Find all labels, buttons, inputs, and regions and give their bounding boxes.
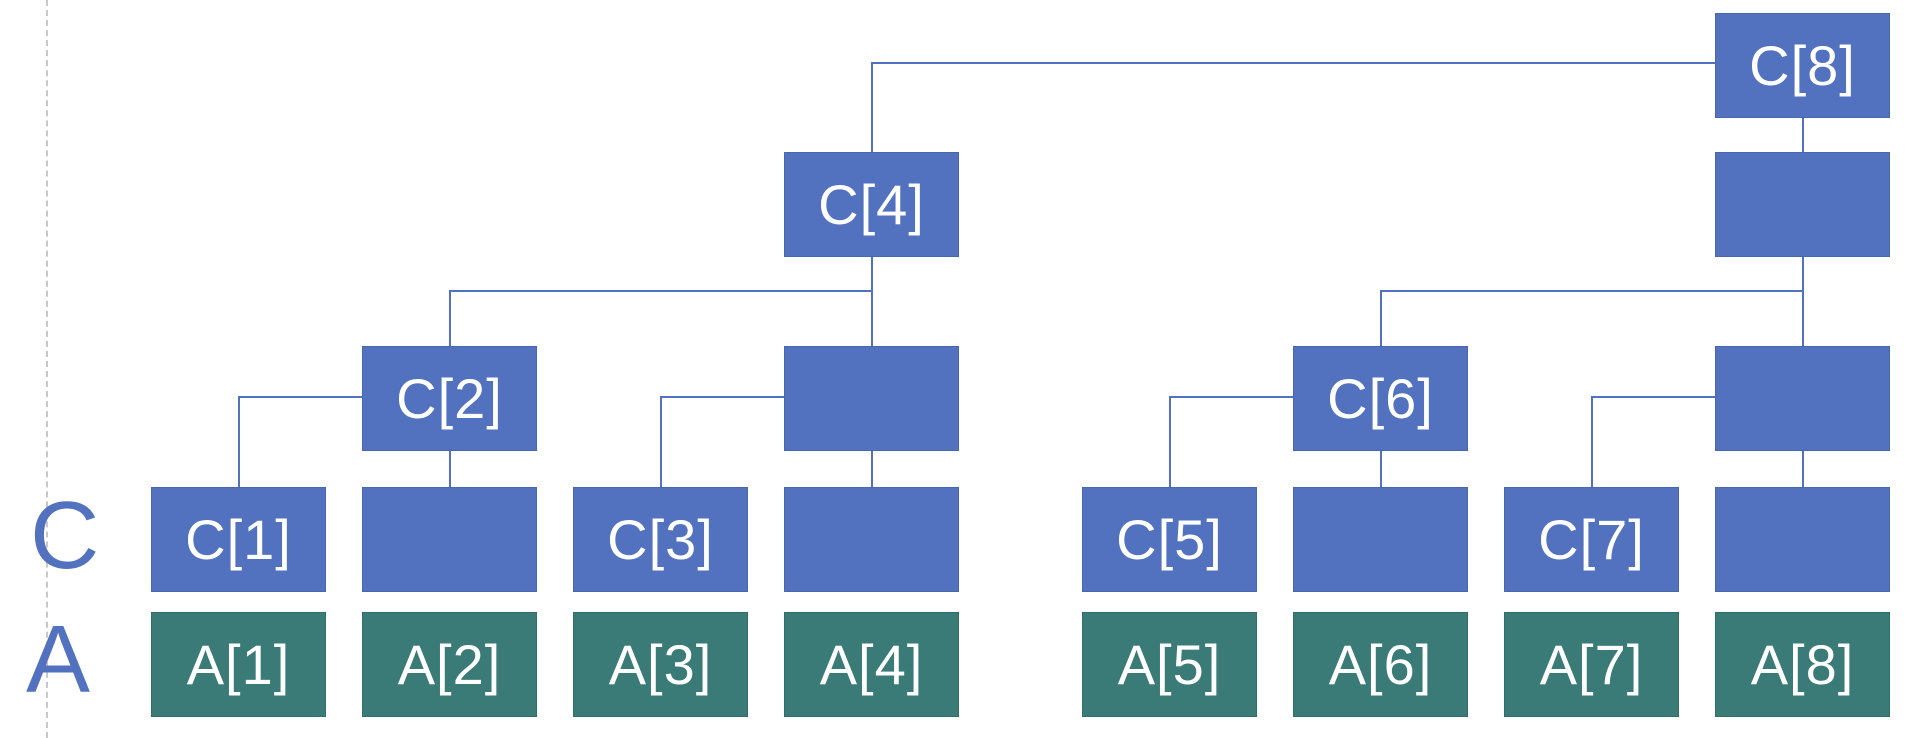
link-c3-c4 [660,396,784,487]
link-c4-c8 [871,62,1715,152]
tree-box-c8-base [1715,487,1890,592]
array-box-a3: A[3] [573,612,748,717]
tree-box-c4-mid [784,346,959,451]
tree-box-c6-base [1293,487,1468,592]
tree-box-c8: C[8] [1715,13,1890,118]
tree-box-c2: C[2] [362,346,537,451]
array-box-a1: A[1] [151,612,326,717]
tree-box-c5: C[5] [1082,487,1257,592]
tree-box-c8-upper [1715,152,1890,257]
array-box-a7: A[7] [1504,612,1679,717]
array-box-a4: A[4] [784,612,959,717]
array-box-a6: A[6] [1293,612,1468,717]
tree-box-c2-base [362,487,537,592]
dashed-guide-line [46,0,48,738]
link-c1-c2 [238,396,362,487]
tree-box-c6: C[6] [1293,346,1468,451]
tree-box-c8-mid [1715,346,1890,451]
link-c6-c8 [1380,290,1803,346]
link-c7-c8 [1591,396,1715,487]
tree-box-c4: C[4] [784,152,959,257]
row-label-a: A [26,606,91,713]
array-box-a2: A[2] [362,612,537,717]
array-box-a5: A[5] [1082,612,1257,717]
link-c2-c4 [449,290,872,346]
row-label-c: C [30,482,100,589]
array-box-a8: A[8] [1715,612,1890,717]
tree-box-c7: C[7] [1504,487,1679,592]
tree-box-c4-base [784,487,959,592]
link-c5-c6 [1169,396,1293,487]
tree-box-c3: C[3] [573,487,748,592]
tree-box-c1: C[1] [151,487,326,592]
